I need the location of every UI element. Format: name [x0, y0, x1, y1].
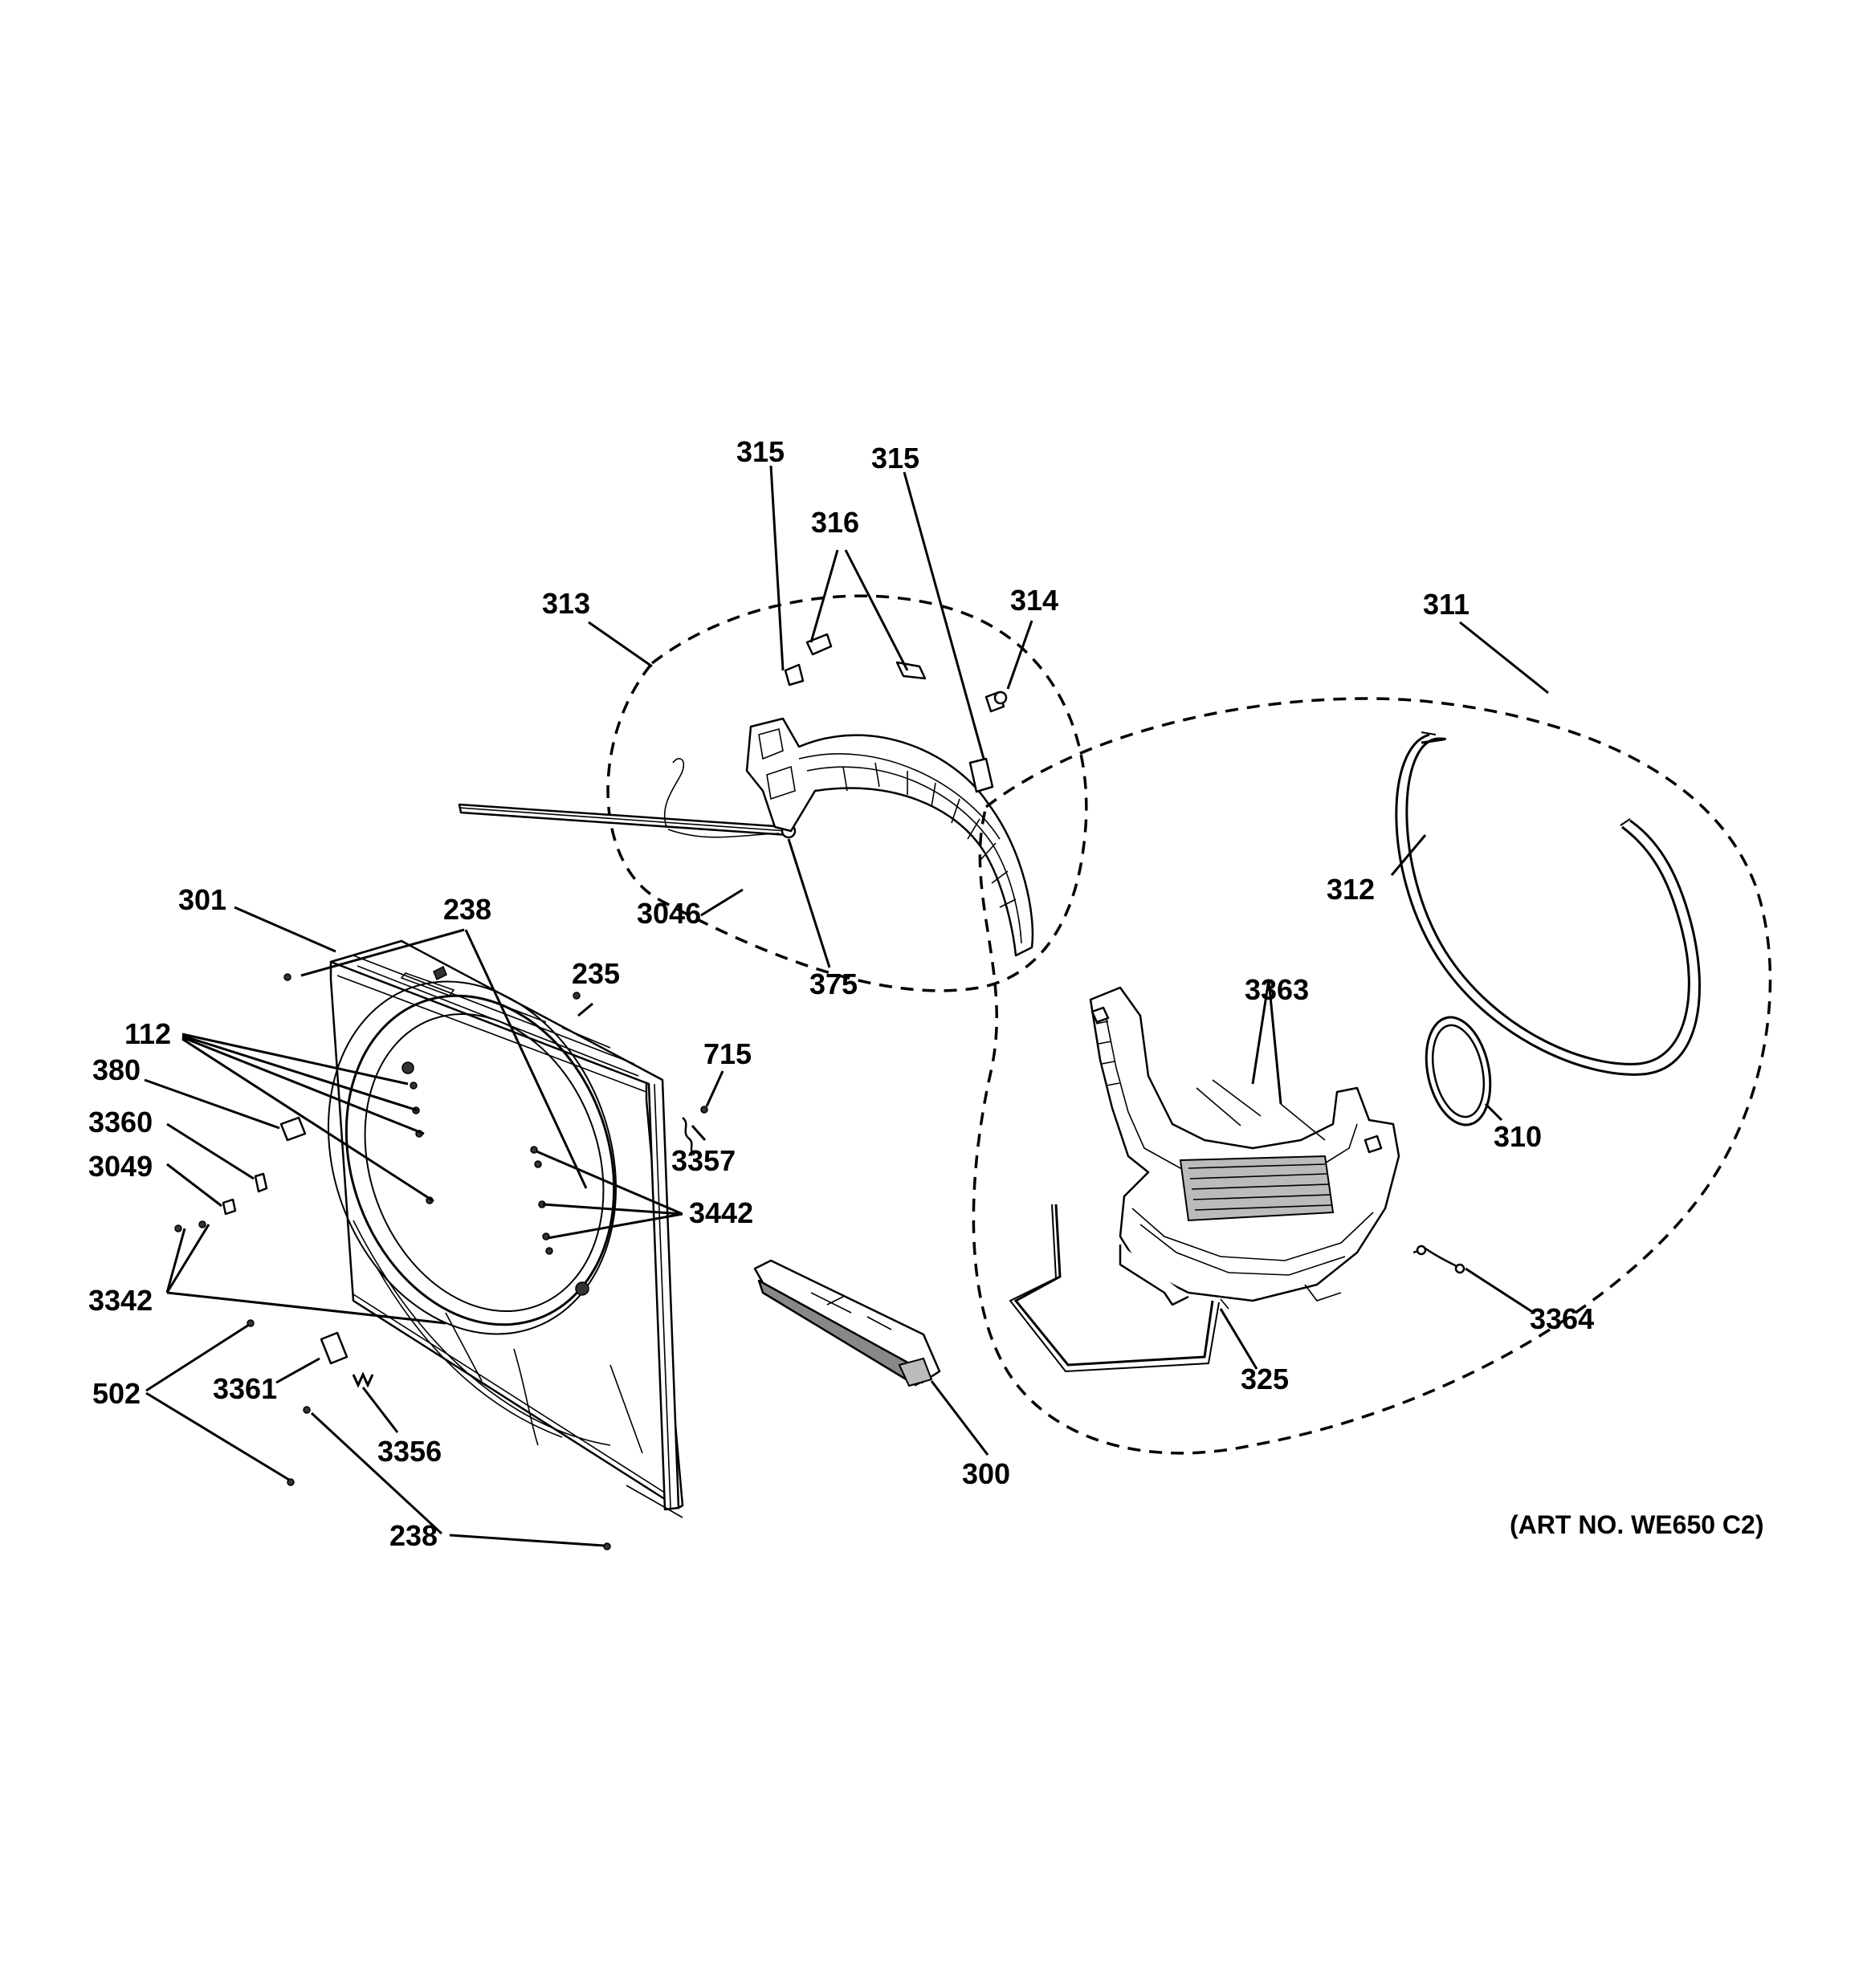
callout-502: 502 — [92, 1377, 141, 1410]
door-hinge-bracket — [745, 717, 1034, 957]
callout-313: 313 — [542, 587, 590, 620]
leader-lines — [144, 465, 1549, 1547]
callout-300: 300 — [962, 1457, 1010, 1490]
assembly-311-group — [972, 697, 1772, 1455]
wire-harness-3046 — [458, 758, 797, 839]
callout-301: 301 — [178, 883, 226, 916]
callout-112: 112 — [124, 1017, 171, 1050]
callout-3046: 3046 — [637, 897, 701, 930]
callout-3442: 3442 — [689, 1196, 753, 1229]
assembly-311-outline — [972, 697, 1772, 1455]
callout-315-a: 315 — [736, 435, 785, 468]
callout-3361: 3361 — [213, 1372, 277, 1405]
spring-3357 — [682, 1117, 695, 1156]
art-number: (ART NO. WE650 C2) — [1510, 1510, 1763, 1539]
clip-316-b — [895, 661, 927, 680]
lint-filter-housing-3363 — [1089, 986, 1400, 1310]
clip-315-b — [968, 757, 994, 793]
spring-3356 — [352, 1371, 374, 1388]
callout-3049: 3049 — [88, 1150, 153, 1183]
clip-3049 — [222, 1198, 237, 1216]
callout-375: 375 — [809, 968, 858, 1000]
clip-316-a — [805, 633, 833, 656]
callout-235: 235 — [572, 957, 620, 990]
clip-315-a — [784, 663, 805, 686]
callout-3357: 3357 — [671, 1144, 736, 1177]
small-hardware — [174, 973, 708, 1550]
callout-316: 316 — [811, 506, 859, 539]
duct-cover-300 — [753, 1259, 941, 1387]
callout-labels: 315 315 316 313 314 311 312 3046 375 301… — [88, 435, 1763, 1552]
callout-314: 314 — [1010, 584, 1058, 617]
callout-325: 325 — [1241, 1363, 1289, 1395]
callout-3364: 3364 — [1530, 1302, 1594, 1335]
callout-238-a: 238 — [443, 893, 491, 926]
lever-3361 — [320, 1331, 349, 1365]
front-panel-301 — [327, 939, 684, 1518]
callout-3342: 3342 — [88, 1284, 153, 1317]
callout-312: 312 — [1327, 873, 1375, 906]
callout-311: 311 — [1423, 588, 1470, 621]
screw-715 — [700, 1106, 708, 1114]
screw-314 — [984, 691, 1008, 713]
callout-3356: 3356 — [377, 1435, 442, 1468]
assembly-313-group — [458, 594, 1088, 992]
clip-3360 — [254, 1172, 268, 1193]
sensor-wire-3364 — [1412, 1245, 1465, 1274]
callout-3360: 3360 — [88, 1106, 153, 1139]
callout-310: 310 — [1494, 1120, 1542, 1153]
connector-380 — [279, 1116, 307, 1142]
seal-312 — [1395, 731, 1701, 1076]
callout-315-b: 315 — [871, 442, 919, 475]
callout-715: 715 — [703, 1037, 752, 1070]
rod-325 — [1013, 1204, 1214, 1367]
callout-380: 380 — [92, 1053, 141, 1086]
callout-238-b: 238 — [389, 1519, 438, 1552]
gasket-ring-310 — [1425, 1016, 1492, 1126]
callout-3363: 3363 — [1245, 973, 1309, 1006]
